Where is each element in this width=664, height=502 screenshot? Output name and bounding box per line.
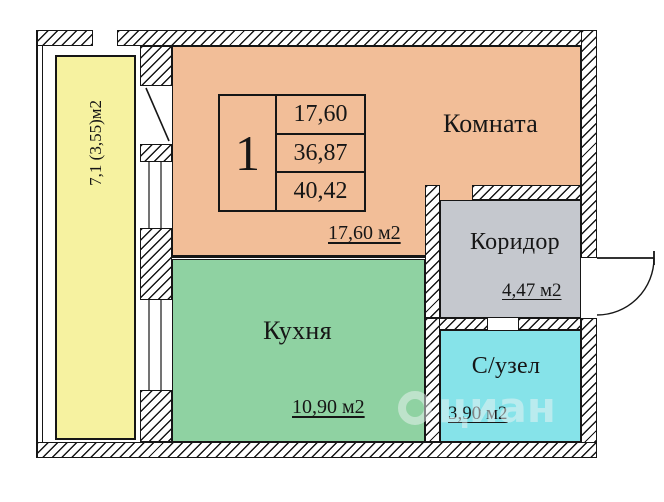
- wall-room-kitchen-divider: [172, 255, 425, 258]
- entrance-door-arc: [596, 257, 655, 316]
- legend-table: 1 17,60 36,87 40,42: [218, 94, 366, 212]
- wall-balcony-seg2: [140, 144, 172, 162]
- room-corridor-area: 4,47 м2: [502, 280, 562, 301]
- room-main-area: 17,60 м2: [328, 222, 401, 244]
- room-bathroom-area: 3,90 м2: [448, 403, 508, 424]
- legend-areas: 17,60 36,87 40,42: [277, 96, 364, 210]
- room-corridor: [440, 200, 581, 318]
- legend-total-area: 40,42: [293, 178, 348, 205]
- watermark-ring-icon: [398, 390, 432, 425]
- room-balcony: [55, 55, 136, 440]
- wall-left-outer-line: [36, 30, 38, 458]
- wall-corridor-left: [425, 185, 440, 318]
- room-bathroom-label: С/узел: [471, 353, 541, 379]
- wall-right-upper: [581, 30, 597, 258]
- wall-top: [117, 30, 597, 46]
- legend-rooms-count: 1: [220, 96, 277, 210]
- room-main-label: Комната: [442, 109, 539, 138]
- watermark: циан: [398, 383, 556, 432]
- watermark-text: циан: [438, 383, 556, 432]
- wall-balcony-seg3: [140, 228, 172, 300]
- wall-corridor-top: [472, 185, 581, 200]
- wall-balcony-seg1: [140, 46, 172, 86]
- room-corridor-label: Коридор: [470, 229, 560, 255]
- wall-left-inner-line: [42, 46, 43, 442]
- room-balcony-area-wrap: 7,1 (3,55)м2: [57, 58, 135, 228]
- room-kitchen: [172, 259, 425, 442]
- wall-corridor-bath-right: [518, 318, 581, 330]
- legend-living-area: 17,60: [277, 96, 364, 135]
- room-balcony-area: 7,1 (3,55)м2: [86, 100, 105, 186]
- room-kitchen-area: 10,90 м2: [292, 396, 365, 418]
- legend-area-mid: 36,87: [277, 135, 364, 174]
- room-kitchen-label: Кухня: [263, 316, 332, 345]
- room-bathroom: [440, 330, 581, 442]
- wall-right-lower: [581, 318, 597, 458]
- wall-balcony-seg4: [140, 390, 172, 442]
- wall-bottom: [36, 442, 597, 458]
- wall-top-left: [36, 30, 93, 46]
- balcony-door-leaf: [145, 87, 170, 142]
